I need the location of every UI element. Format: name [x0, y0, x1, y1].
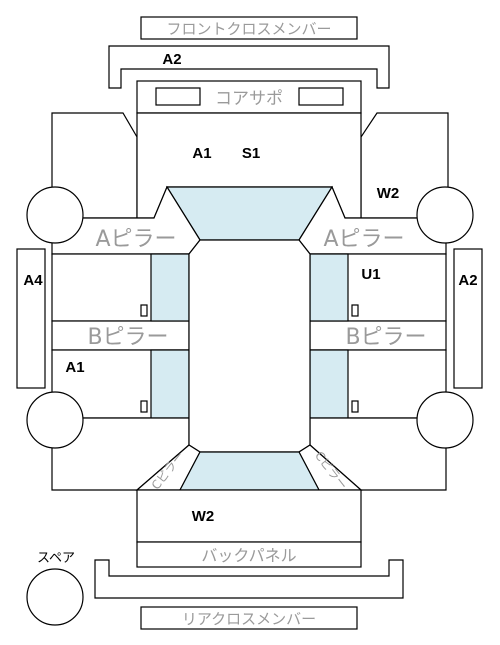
- left-front-door-handle: [140, 304, 148, 317]
- headlight-right[interactable]: [298, 87, 344, 106]
- right-rear-wheel[interactable]: [416, 391, 474, 449]
- left-b-pillar-label: Bピラー: [87, 325, 168, 350]
- right-a-pillar-label: Aピラー: [323, 227, 404, 252]
- rear-cross-member[interactable]: [140, 606, 358, 630]
- back-panel[interactable]: [136, 541, 362, 568]
- rear-bumper[interactable]: [94, 559, 404, 599]
- front-bumper[interactable]: [108, 45, 390, 89]
- left-front-wheel[interactable]: [26, 186, 84, 244]
- left-rocker-code: A4: [23, 272, 43, 289]
- right-rocker-code: A2: [458, 272, 477, 289]
- right-b-pillar-label: Bピラー: [345, 325, 426, 350]
- left-rocker-panel[interactable]: [16, 248, 46, 389]
- trunk-lid[interactable]: [136, 489, 362, 543]
- right-front-window[interactable]: [309, 253, 349, 322]
- left-front-window[interactable]: [150, 253, 190, 322]
- headlight-left[interactable]: [155, 87, 201, 106]
- spare-tire[interactable]: [26, 568, 84, 626]
- right-front-door-handle: [351, 304, 359, 317]
- front-bumper-code: A2: [162, 51, 181, 68]
- left-rear-door-handle: [140, 400, 148, 413]
- right-rocker-panel[interactable]: [453, 248, 483, 389]
- trunk-code: W2: [192, 508, 215, 525]
- hood-code-a: A1: [192, 145, 211, 162]
- right-front-wheel[interactable]: [416, 186, 474, 244]
- right-b-pillar[interactable]: [309, 320, 447, 351]
- rear-window[interactable]: [179, 451, 320, 491]
- radiator-support-label: コアサポ: [215, 89, 283, 109]
- right-rear-door-handle: [351, 400, 359, 413]
- left-b-pillar[interactable]: [51, 320, 190, 351]
- spare-tire-label: スペア: [37, 551, 75, 566]
- back-panel-label: バックパネル: [201, 546, 296, 565]
- left-rear-door-code: A1: [65, 359, 84, 376]
- left-a-pillar-label: Aピラー: [95, 227, 176, 252]
- right-front-door-code: U1: [361, 266, 380, 283]
- left-rear-wheel[interactable]: [26, 391, 84, 449]
- rear-cross-member-label: リアクロスメンバー: [182, 610, 316, 628]
- front-cross-member-label: フロントクロスメンバー: [166, 20, 331, 38]
- right-front-fender-code: W2: [377, 185, 400, 202]
- left-rear-window[interactable]: [150, 349, 190, 419]
- front-cross-member[interactable]: [140, 16, 358, 40]
- roof[interactable]: [188, 239, 311, 453]
- hood-code-b: S1: [242, 145, 260, 162]
- right-rear-window[interactable]: [309, 349, 349, 419]
